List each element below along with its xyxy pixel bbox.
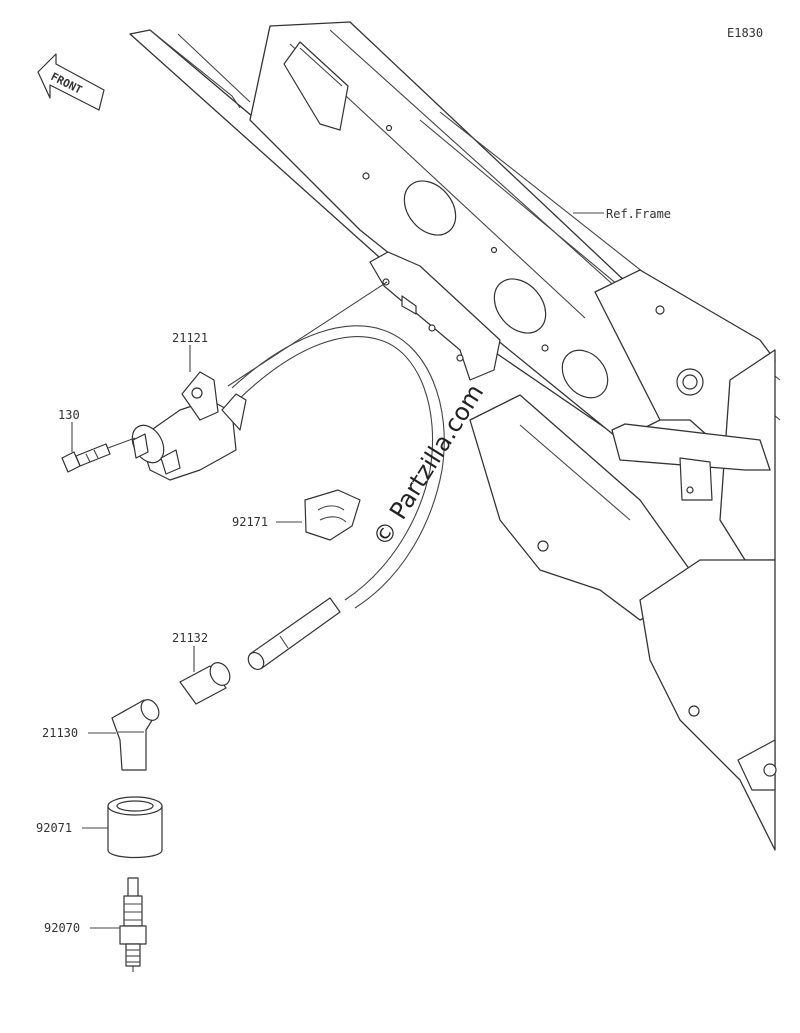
ht-lead (231, 325, 445, 670)
cap-seal (107, 796, 163, 859)
watermark: © Partzilla.com (367, 379, 489, 551)
part-label-92071: 92071 (36, 821, 72, 835)
part-label-130: 130 (58, 408, 80, 422)
part-label-21130: 21130 (42, 726, 78, 740)
ignition-coil (131, 371, 247, 481)
plug-cap (111, 699, 160, 771)
clamp (304, 489, 361, 541)
cap-joint (179, 662, 231, 705)
part-label-92171: 92171 (232, 515, 268, 529)
part-label-21132: 21132 (172, 631, 208, 645)
spark-plug (119, 877, 147, 972)
bolt-leader (107, 437, 136, 449)
part-label-92070: 92070 (44, 921, 80, 935)
diagram-id: E1830 (727, 26, 763, 40)
front-arrow-icon: FRONT (37, 53, 105, 111)
ref-frame-label: Ref.Frame (606, 207, 671, 221)
bolt (61, 443, 111, 473)
part-label-21121: 21121 (172, 331, 208, 345)
frame-assembly (129, 21, 781, 851)
